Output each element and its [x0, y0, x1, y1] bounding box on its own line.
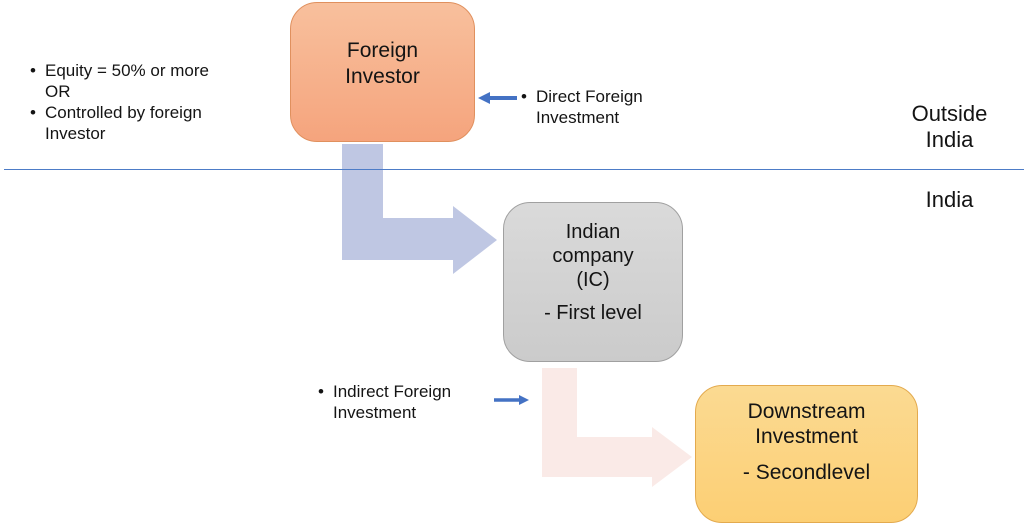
downstream-investment-box: Downstream Investment - Secondlevel: [695, 385, 918, 523]
direct-investment-note: • Direct Foreign Investment: [521, 86, 691, 128]
indirect-investment-note: • Indirect Foreign Investment: [318, 381, 508, 423]
elbow-arrow-foreign-to-indian: [342, 144, 497, 274]
list-item: • Equity = 50% or more OR: [30, 60, 270, 102]
indian-company-box: Indian company (IC) - First level: [503, 202, 683, 362]
indirect-investment-label: Indirect Foreign Investment: [333, 382, 452, 422]
list-item: • Direct Foreign Investment: [521, 86, 691, 128]
india-boundary-line: [4, 169, 1024, 170]
list-item: • Indirect Foreign Investment: [318, 381, 508, 423]
direct-investment-arrow-head: [478, 92, 490, 104]
elbow-arrow-indian-to-downstream: [542, 368, 692, 487]
bullet-icon: •: [318, 382, 324, 401]
bullet-icon: •: [30, 61, 36, 80]
eligibility-note: • Equity = 50% or more OR • Controlled b…: [30, 60, 270, 144]
downstream-investment-label: Downstream Investment: [747, 400, 866, 448]
indirect-investment-arrow-head: [519, 395, 529, 405]
outside-india-label: Outside India: [911, 101, 988, 152]
downstream-investment-sublabel: - Secondlevel: [742, 461, 871, 484]
direct-investment-label: Direct Foreign Investment: [536, 87, 643, 127]
foreign-investor-box: Foreign Investor: [290, 2, 475, 142]
indian-company-sublabel: - First level: [544, 302, 642, 324]
list-item: • Controlled by foreign Investor: [30, 102, 270, 144]
bullet-icon: •: [30, 103, 36, 122]
eligibility-item-label: Controlled by foreign Investor: [45, 103, 202, 143]
eligibility-item-label: Equity = 50% or more OR: [45, 61, 209, 101]
india-label: India: [925, 187, 974, 212]
foreign-investor-label: Foreign Investor: [345, 39, 420, 88]
indian-company-label: Indian company (IC): [552, 221, 634, 291]
bullet-icon: •: [521, 87, 527, 106]
